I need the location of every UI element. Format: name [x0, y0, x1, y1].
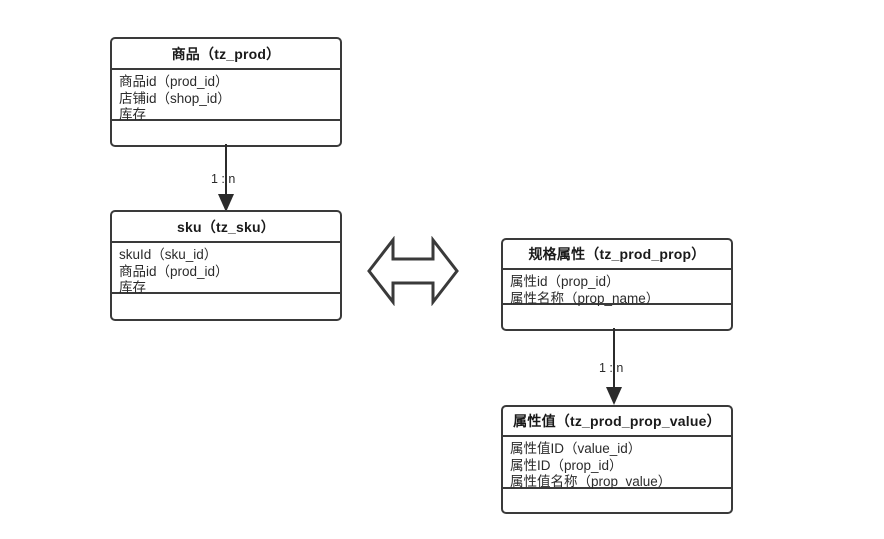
double-headed-arrow-icon: [366, 235, 460, 307]
connector-prod-to-sku: [200, 144, 256, 214]
field-row: 属性值ID（value_id）: [510, 441, 642, 456]
field-row: 店铺id（shop_id）: [119, 90, 231, 106]
entity-tz-prod[interactable]: 商品（tz_prod） 商品id（prod_id） 店铺id（shop_id） …: [110, 37, 342, 147]
entity-tz-sku[interactable]: sku（tz_sku） skuId（sku_id） 商品id（prod_id） …: [110, 210, 342, 321]
field-row: 属性名称（prop_name）: [510, 290, 660, 306]
entity-footer-tz-prod: [112, 121, 340, 145]
connector-prop-to-value: [588, 328, 644, 408]
entity-header-tz-prod-prop-value: 属性值（tz_prod_prop_value）: [503, 407, 731, 437]
entity-footer-tz-sku: [112, 294, 340, 319]
field-row: 库存: [119, 280, 146, 295]
field-row: 属性id（prop_id）: [510, 274, 620, 289]
entity-header-tz-prod-prop: 规格属性（tz_prod_prop）: [503, 240, 731, 270]
entity-footer-tz-prod-prop-value: [503, 489, 731, 512]
relation-label-prod-to-sku: 1 : n: [211, 172, 236, 186]
entity-fields-tz-prod: 商品id（prod_id） 店铺id（shop_id） 库存: [112, 70, 340, 122]
entity-tz-prod-prop[interactable]: 规格属性（tz_prod_prop） 属性id（prop_id） 属性名称（pr…: [501, 238, 733, 331]
entity-fields-tz-sku: skuId（sku_id） 商品id（prod_id） 库存: [112, 243, 340, 295]
field-row: 属性ID（prop_id）: [510, 457, 623, 473]
field-row: skuId（sku_id）: [119, 247, 218, 262]
entity-header-tz-prod: 商品（tz_prod）: [112, 39, 340, 70]
field-row: 属性值名称（prop_value）: [510, 474, 672, 489]
field-row: 库存: [119, 107, 146, 122]
entity-fields-tz-prod-prop-value: 属性值ID（value_id） 属性ID（prop_id） 属性值名称（prop…: [503, 437, 731, 489]
entity-fields-tz-prod-prop: 属性id（prop_id） 属性名称（prop_name）: [503, 270, 731, 306]
field-row: 商品id（prod_id）: [119, 74, 229, 89]
relation-label-prop-to-value: 1 : n: [599, 361, 624, 375]
field-row: 商品id（prod_id）: [119, 263, 229, 279]
entity-tz-prod-prop-value[interactable]: 属性值（tz_prod_prop_value） 属性值ID（value_id） …: [501, 405, 733, 514]
entity-header-tz-sku: sku（tz_sku）: [112, 212, 340, 243]
